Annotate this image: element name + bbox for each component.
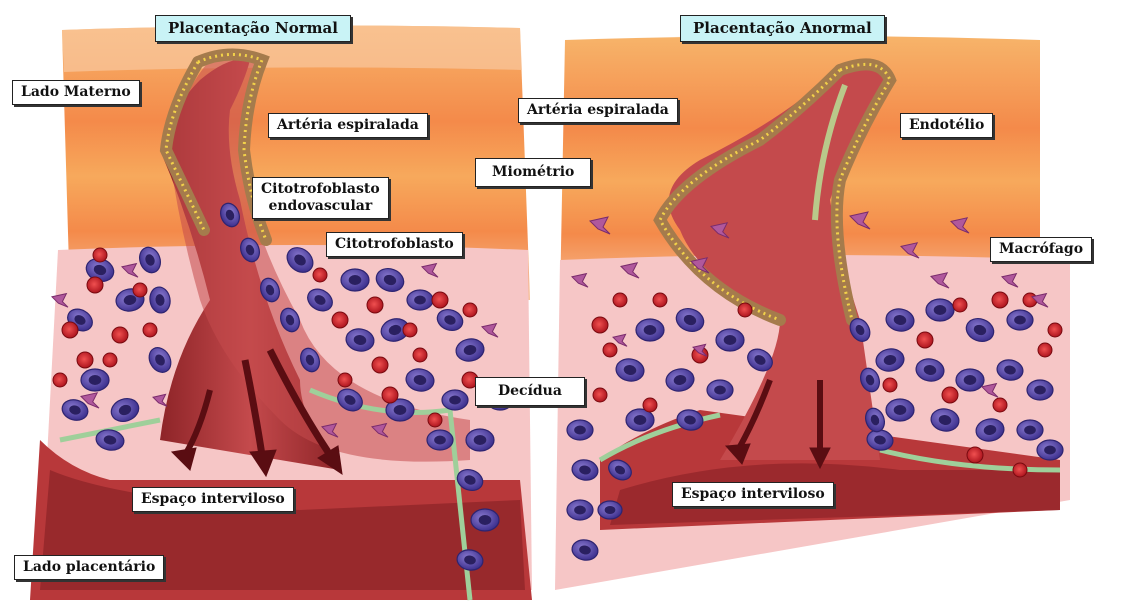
- red-blood-cell: [592, 317, 608, 333]
- red-blood-cell: [603, 343, 617, 357]
- red-blood-cell: [1013, 463, 1027, 477]
- cytotrophoblast-cell: [466, 429, 494, 451]
- label-citotrofoblasto: Citotrofoblasto: [326, 232, 463, 257]
- title-abnormal: Placentação Anormal: [680, 15, 885, 42]
- red-blood-cell: [77, 352, 93, 368]
- red-blood-cell: [993, 398, 1007, 412]
- red-blood-cell: [643, 398, 657, 412]
- red-blood-cell: [332, 312, 348, 328]
- red-blood-cell: [653, 293, 667, 307]
- cytotrophoblast-cell: [427, 430, 453, 450]
- cytotrophoblast-cell: [636, 319, 664, 341]
- red-blood-cell: [428, 413, 442, 427]
- label-lado-placentario: Lado placentário: [14, 555, 164, 580]
- label-citotrofoblasto-endovascular: Citotrofoblasto endovascular: [252, 177, 389, 219]
- red-blood-cell: [917, 332, 933, 348]
- red-blood-cell: [942, 387, 958, 403]
- cytotrophoblast-cell: [886, 399, 914, 421]
- red-blood-cell: [593, 388, 607, 402]
- cytotrophoblast-cell: [567, 420, 593, 440]
- red-blood-cell: [1048, 323, 1062, 337]
- red-blood-cell: [413, 348, 427, 362]
- red-blood-cell: [143, 323, 157, 337]
- label-lado-materno: Lado Materno: [12, 80, 140, 105]
- red-blood-cell: [967, 447, 983, 463]
- red-blood-cell: [613, 293, 627, 307]
- cytotrophoblast-cell: [956, 369, 984, 391]
- red-blood-cell: [883, 378, 897, 392]
- red-blood-cell: [53, 373, 67, 387]
- cytotrophoblast-cell: [407, 290, 433, 310]
- cytotrophoblast-cell: [716, 329, 744, 351]
- red-blood-cell: [953, 298, 967, 312]
- label-decidua: Decídua: [475, 377, 585, 406]
- label-miometrio: Miométrio: [475, 158, 591, 187]
- red-blood-cell: [103, 353, 117, 367]
- red-blood-cell: [463, 303, 477, 317]
- label-espaco-interviloso-right: Espaço interviloso: [672, 482, 834, 507]
- cytotrophoblast-cell: [81, 369, 109, 391]
- red-blood-cell: [1038, 343, 1052, 357]
- cytotrophoblast-cell: [1027, 380, 1053, 400]
- red-blood-cell: [738, 303, 752, 317]
- red-blood-cell: [87, 277, 103, 293]
- red-blood-cell: [62, 322, 78, 338]
- cytotrophoblast-cell: [442, 390, 468, 410]
- cytotrophoblast-cell: [341, 269, 369, 291]
- title-normal: Placentação Normal: [155, 15, 351, 42]
- label-espaco-interviloso-left: Espaço interviloso: [132, 487, 294, 512]
- red-blood-cell: [403, 323, 417, 337]
- cytotrophoblast-cell: [707, 380, 733, 400]
- red-blood-cell: [93, 248, 107, 262]
- label-citotrofoblasto-endovascular-line2: endovascular: [261, 198, 380, 215]
- label-endotelio: Endotélio: [900, 113, 993, 138]
- red-blood-cell: [313, 268, 327, 282]
- label-arteria-espiralada-right: Artéria espiralada: [518, 98, 678, 123]
- cytotrophoblast-cell: [471, 509, 499, 531]
- red-blood-cell: [432, 292, 448, 308]
- cytotrophoblast-cell: [1037, 440, 1063, 460]
- cytotrophoblast-cell: [567, 500, 593, 520]
- red-blood-cell: [372, 357, 388, 373]
- cytotrophoblast-cell: [598, 501, 622, 519]
- red-blood-cell: [133, 283, 147, 297]
- red-blood-cell: [992, 292, 1008, 308]
- label-citotrofoblasto-endovascular-line1: Citotrofoblasto: [261, 181, 380, 198]
- cytotrophoblast-cell: [1017, 420, 1043, 440]
- red-blood-cell: [112, 327, 128, 343]
- cytotrophoblast-cell: [1007, 310, 1033, 330]
- red-blood-cell: [367, 297, 383, 313]
- label-macrofago: Macrófago: [990, 237, 1092, 262]
- red-blood-cell: [382, 387, 398, 403]
- cytotrophoblast-cell: [926, 299, 954, 321]
- label-arteria-espiralada-left: Artéria espiralada: [268, 113, 428, 138]
- red-blood-cell: [338, 373, 352, 387]
